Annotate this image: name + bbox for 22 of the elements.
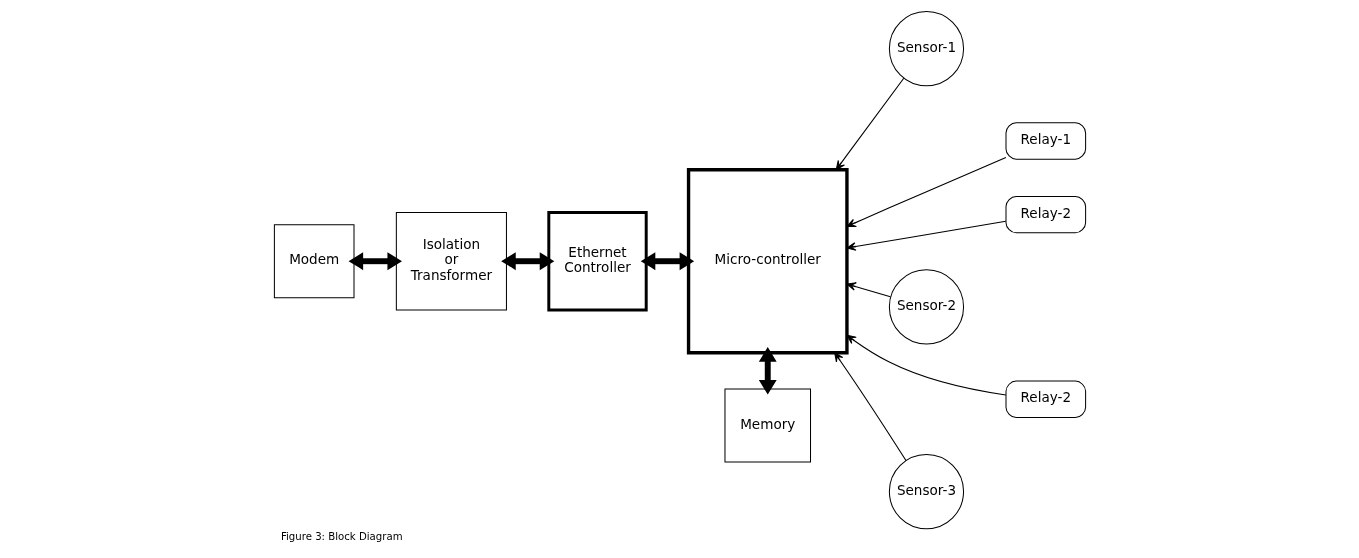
node-box: Isolation or Transformer <box>395 212 507 311</box>
node-box: Relay-2 <box>1005 380 1086 418</box>
node-circle: Sensor-3 <box>888 454 964 530</box>
node-box: Relay-2 <box>1005 195 1086 234</box>
node-box: Relay-1 <box>1005 122 1086 160</box>
arrow <box>640 252 694 271</box>
node-box: Memory <box>723 388 811 463</box>
arrow <box>846 157 1006 227</box>
caption: Figure 3: Block Diagram <box>280 531 403 543</box>
node-circle: Sensor-1 <box>888 11 964 87</box>
node-box: Modem <box>273 224 354 299</box>
arrow <box>833 352 906 462</box>
arrow <box>846 282 891 298</box>
arrow <box>846 220 1006 251</box>
arrow <box>758 347 777 395</box>
arrow <box>500 252 554 271</box>
node-box: Ethernet Controller <box>546 211 648 312</box>
node-circle: Sensor-2 <box>888 269 964 345</box>
arrow <box>348 252 402 271</box>
arrow <box>835 77 904 171</box>
node-box: Micro-controller <box>686 168 849 355</box>
arrow <box>846 334 1006 396</box>
